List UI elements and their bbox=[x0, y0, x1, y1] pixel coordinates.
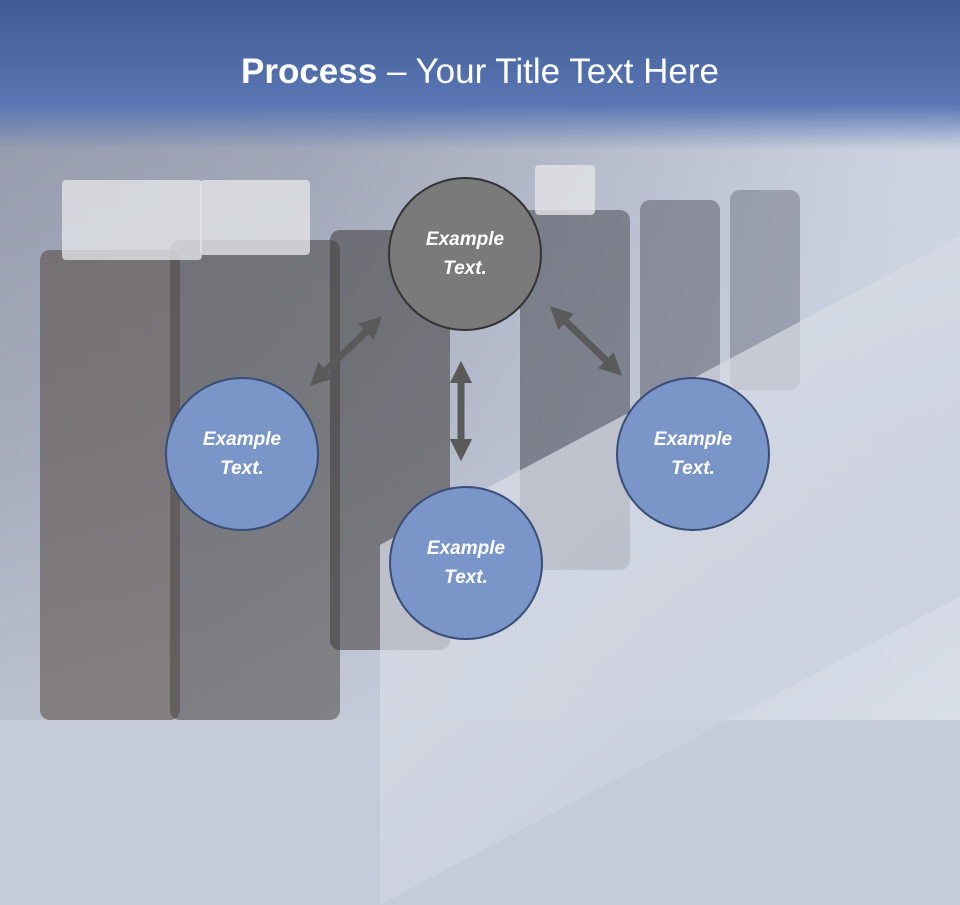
arrow-top-left bbox=[309, 316, 383, 386]
title-bold: Process bbox=[241, 52, 378, 91]
process-node-left: Example Text. bbox=[165, 377, 319, 531]
bottle-shape bbox=[40, 250, 180, 720]
slide-title: Process – Your Title Text Here bbox=[0, 52, 960, 92]
node-text: Example Text. bbox=[426, 538, 506, 588]
node-text: Example Text. bbox=[425, 229, 505, 279]
bottle-cap bbox=[62, 180, 202, 260]
process-node-right: Example Text. bbox=[616, 377, 770, 531]
process-node-bottom: Example Text. bbox=[389, 486, 543, 640]
connector-arrows bbox=[309, 306, 623, 462]
node-text: Example Text. bbox=[653, 429, 733, 479]
arrow-top-right bbox=[549, 306, 623, 376]
node-text: Example Text. bbox=[202, 429, 282, 479]
bottle-cap bbox=[200, 180, 310, 255]
process-node-top: Example Text. bbox=[388, 177, 542, 331]
title-rest: – Your Title Text Here bbox=[377, 52, 719, 91]
title-bar bbox=[0, 0, 960, 150]
bottle-cap bbox=[535, 165, 595, 215]
